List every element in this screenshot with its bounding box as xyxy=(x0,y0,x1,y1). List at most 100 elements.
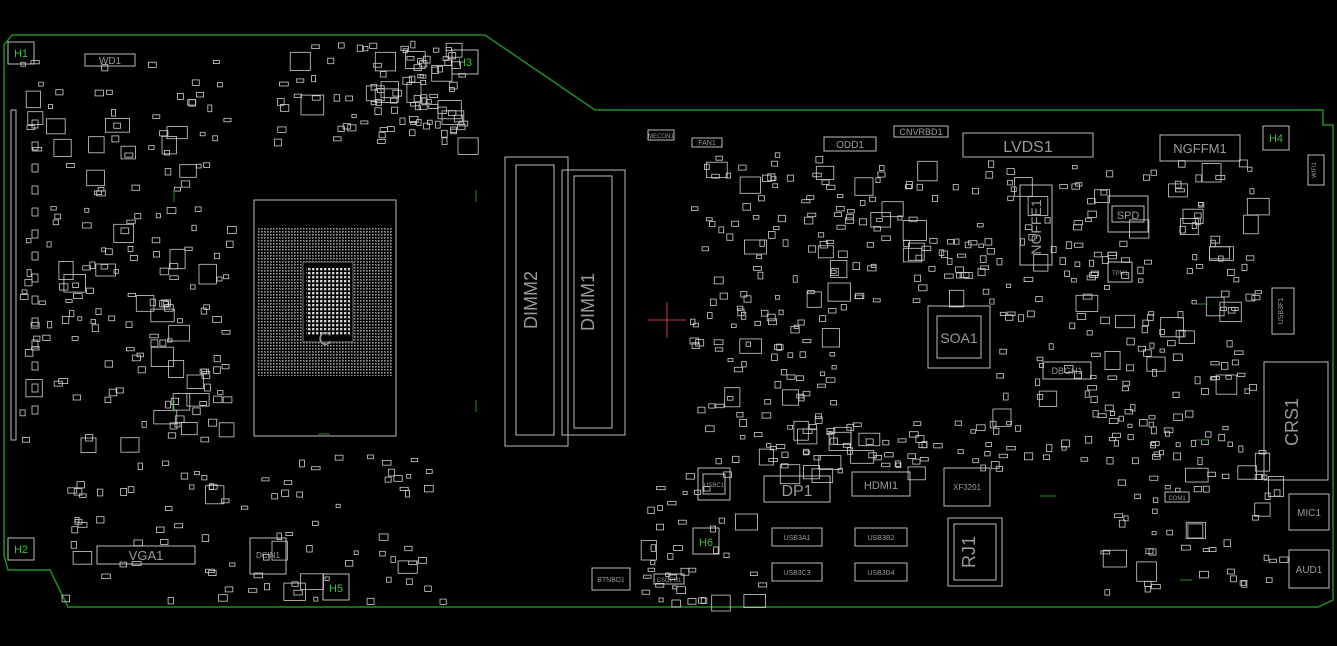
passive-pad xyxy=(1106,170,1114,178)
passive-pad xyxy=(1123,515,1129,522)
passive-pad xyxy=(1227,306,1236,314)
passive-pad xyxy=(694,489,702,495)
component-lvds1: LVDS1 xyxy=(962,132,1094,158)
passive-pad xyxy=(1254,473,1263,480)
passive-pad xyxy=(240,505,249,510)
passive-pad xyxy=(1112,432,1121,438)
passive-pad xyxy=(221,498,230,504)
passive-pad xyxy=(1036,356,1044,362)
passive-pad xyxy=(780,368,788,376)
passive-pad xyxy=(1130,404,1136,412)
passive-pad xyxy=(768,457,778,462)
passive-pad xyxy=(758,582,768,588)
passive-pad xyxy=(697,406,706,414)
passive-pad xyxy=(58,377,69,384)
passive-pad xyxy=(691,206,699,211)
passive-pad xyxy=(42,334,51,341)
ic-footprint xyxy=(1094,189,1111,203)
passive-pad xyxy=(108,315,116,322)
passive-pad xyxy=(408,75,416,83)
ic-footprint xyxy=(113,223,134,243)
origin-crosshair xyxy=(648,302,686,338)
svg-text:H1: H1 xyxy=(14,48,28,60)
passive-pad xyxy=(678,519,687,525)
svg-text:FAN1: FAN1 xyxy=(698,140,716,147)
passive-pad xyxy=(895,462,902,468)
passive-pad xyxy=(382,459,392,466)
ic-footprint xyxy=(168,324,190,342)
passive-pad xyxy=(1069,322,1076,330)
passive-pad xyxy=(1086,275,1096,281)
passive-pad xyxy=(782,239,789,247)
passive-pad xyxy=(192,407,201,416)
passive-pad xyxy=(932,195,938,202)
component-com1: COM1 xyxy=(1164,491,1190,503)
passive-pad xyxy=(420,94,428,99)
ic-footprint xyxy=(120,437,140,453)
passive-pad xyxy=(313,596,319,602)
passive-pad xyxy=(1036,393,1044,400)
passive-pad xyxy=(404,545,413,552)
svg-text:CSGPN1: CSGPN1 xyxy=(657,578,682,584)
passive-pad xyxy=(764,399,772,405)
passive-pad xyxy=(1122,380,1131,386)
passive-pad xyxy=(337,125,345,132)
passive-pad xyxy=(208,484,218,490)
component-cnvrbd1: CNVRBD1 xyxy=(893,125,949,138)
passive-pad xyxy=(647,506,655,514)
component-fan1: FAN1 xyxy=(691,137,723,148)
passive-pad xyxy=(1061,439,1071,448)
passive-pad xyxy=(413,64,422,71)
passive-pad xyxy=(879,165,885,171)
passive-pad xyxy=(1148,311,1155,316)
passive-pad xyxy=(877,171,886,178)
passive-pad xyxy=(855,292,865,299)
passive-pad xyxy=(655,583,665,588)
passive-pad xyxy=(31,317,39,327)
svg-text:H4: H4 xyxy=(1269,133,1283,145)
passive-pad xyxy=(196,163,202,169)
passive-pad xyxy=(390,556,396,563)
ic-footprint xyxy=(902,220,927,241)
passive-pad xyxy=(50,206,57,211)
passive-pad xyxy=(94,190,103,195)
passive-pad xyxy=(1252,515,1259,521)
passive-pad xyxy=(90,319,96,325)
ic-footprint xyxy=(744,239,768,255)
passive-pad xyxy=(1244,388,1250,394)
passive-pad xyxy=(968,240,978,246)
passive-pad xyxy=(759,239,765,247)
passive-pad xyxy=(370,101,377,106)
passive-pad xyxy=(1192,254,1198,261)
passive-pad xyxy=(990,461,1000,469)
passive-pad xyxy=(1089,272,1099,279)
passive-pad xyxy=(766,313,776,322)
ic-footprint xyxy=(1209,246,1230,260)
passive-pad xyxy=(229,562,236,567)
passive-pad xyxy=(227,226,237,234)
passive-pad xyxy=(915,254,923,261)
svg-text:XF3201: XF3201 xyxy=(953,483,982,492)
svg-text:WIFI1: WIFI1 xyxy=(1312,161,1318,178)
passive-pad xyxy=(808,245,817,253)
passive-pad xyxy=(1107,375,1118,380)
passive-pad xyxy=(1166,529,1174,536)
passive-pad xyxy=(986,247,995,255)
svg-text:DCIN1: DCIN1 xyxy=(256,551,281,560)
passive-pad xyxy=(975,424,986,431)
component-btnbd1: BTNBD1 xyxy=(591,567,631,591)
passive-pad xyxy=(428,104,439,109)
passive-pad xyxy=(24,279,33,287)
passive-pad xyxy=(174,523,184,529)
passive-pad xyxy=(311,44,320,49)
passive-pad xyxy=(806,195,815,200)
passive-pad xyxy=(73,292,83,299)
passive-pad xyxy=(1195,174,1203,183)
passive-pad xyxy=(1279,556,1289,563)
passive-pad xyxy=(31,361,39,371)
passive-pad xyxy=(1238,159,1248,168)
ic-footprint xyxy=(105,118,130,133)
passive-pad xyxy=(993,427,1000,435)
passive-pad xyxy=(296,491,303,498)
passive-pad xyxy=(26,269,32,277)
